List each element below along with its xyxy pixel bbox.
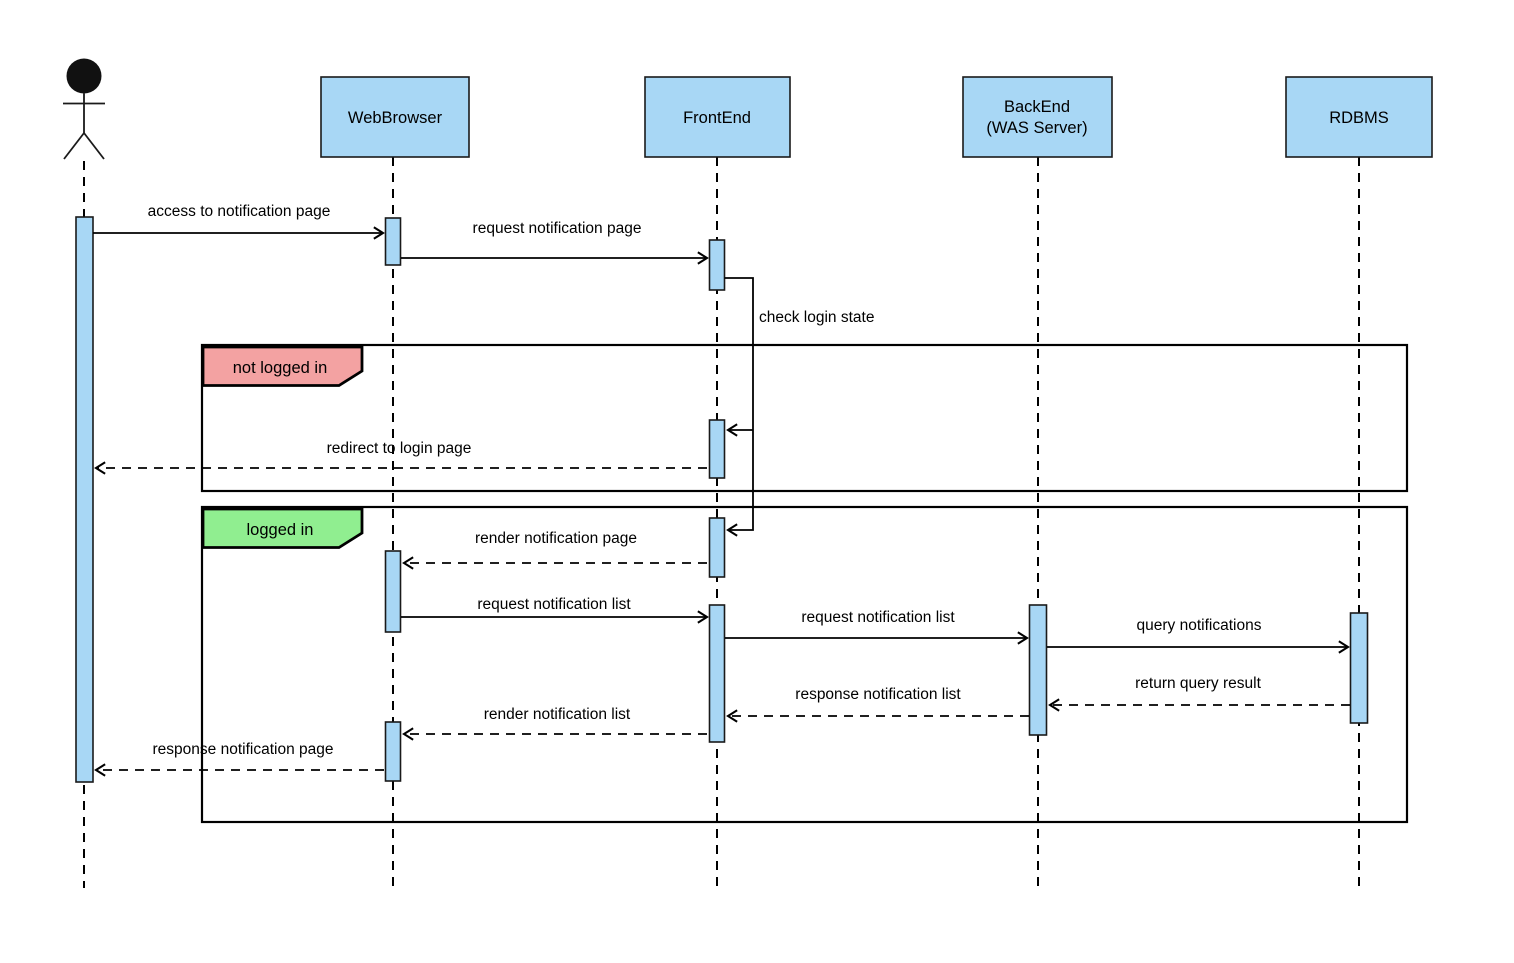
- activation-rdbms-1: [1349, 612, 1369, 724]
- participant-webbrowser: WebBrowser: [320, 76, 470, 158]
- message-label: return query result: [1135, 675, 1261, 692]
- participant-box-rdbms: [1285, 76, 1433, 158]
- message-label: response notification page: [153, 741, 334, 758]
- msg-response-notification-page: response notification page: [94, 741, 384, 777]
- fragment-not-logged-in: not logged in: [200, 343, 1409, 493]
- participant-label-backend-line1: BackEnd: [1004, 98, 1070, 116]
- message-label: render notification page: [475, 530, 637, 547]
- activation-webbrowser-1: [384, 217, 402, 266]
- actor-head: [66, 58, 102, 94]
- activation-webbrowser-3: [384, 721, 402, 782]
- message-label: redirect to login page: [327, 440, 472, 457]
- message-label: request notification page: [473, 220, 642, 237]
- participant-backend: BackEnd (WAS Server): [962, 76, 1113, 158]
- msg-redirect-to-login-page: redirect to login page: [94, 440, 707, 475]
- participant-label-webbrowser: WebBrowser: [348, 109, 443, 127]
- participant-box-webbrowser: [320, 76, 470, 158]
- activation-frontend-3: [708, 517, 726, 578]
- fragment-label-shape-logged-in: [201, 507, 364, 549]
- fragment-label-shape-not-logged-in: [201, 345, 364, 387]
- activation-backend-1: [1028, 604, 1048, 736]
- msg-render-notification-list: render notification list: [402, 706, 707, 741]
- message-label: render notification list: [484, 706, 631, 723]
- actor-figure: [63, 58, 105, 160]
- activation-user: [75, 216, 94, 783]
- fragment-label-logged-in: logged in: [247, 521, 314, 539]
- actor-leg-right: [83, 132, 105, 160]
- fragment-label-not-logged-in: not logged in: [233, 359, 328, 377]
- activation-frontend-2: [708, 419, 726, 479]
- message-label: access to notification page: [148, 203, 331, 220]
- participant-box-frontend: [644, 76, 791, 158]
- msg-access-to-notification-page: access to notification page: [93, 203, 385, 240]
- msg-request-notification-list-1: request notification list: [401, 596, 709, 624]
- activation-frontend-1: [708, 239, 726, 291]
- msg-response-notification-list: response notification list: [726, 686, 1029, 723]
- msg-return-query-result: return query result: [1048, 675, 1350, 712]
- messages: access to notification page request noti…: [93, 203, 1350, 777]
- msg-query-notifications: query notifications: [1047, 617, 1350, 654]
- fragment-frame-logged-in: [200, 505, 1409, 824]
- participant-label-frontend: FrontEnd: [683, 109, 751, 127]
- msg-request-notification-page: request notification page: [401, 220, 709, 265]
- msg-check-login-state: check login state: [724, 277, 874, 537]
- msg-render-notification-page: render notification page: [402, 530, 707, 570]
- message-label: check login state: [759, 309, 874, 326]
- fragment-frame-not-logged-in: [200, 343, 1409, 493]
- participant-box-backend: [962, 76, 1113, 158]
- message-label: request notification list: [477, 596, 631, 613]
- activation-webbrowser-2: [384, 550, 402, 633]
- actor-leg-left: [63, 132, 85, 160]
- participant-frontend: FrontEnd: [644, 76, 791, 158]
- fragment-logged-in: logged in: [200, 505, 1409, 824]
- message-label: request notification list: [801, 609, 955, 626]
- participant-label-rdbms: RDBMS: [1329, 109, 1389, 127]
- message-self-call-path: [724, 277, 754, 537]
- activation-bars: [75, 216, 1369, 783]
- msg-request-notification-list-2: request notification list: [725, 609, 1029, 645]
- activation-frontend-4: [708, 604, 726, 743]
- participant-rdbms: RDBMS: [1285, 76, 1433, 158]
- message-label: response notification list: [795, 686, 961, 703]
- participant-label-backend-line2: (WAS Server): [986, 119, 1087, 137]
- message-label: query notifications: [1137, 617, 1262, 634]
